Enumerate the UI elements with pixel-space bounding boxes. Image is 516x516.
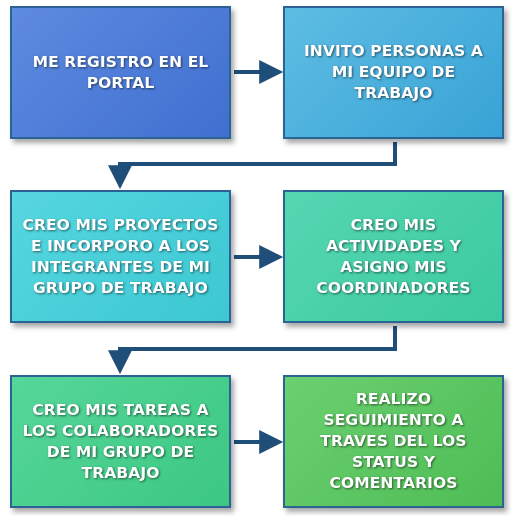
step-label-projects: CREO MIS PROYECTOS E INCORPORO A LOS INT… [22, 215, 219, 297]
step-label-register: ME REGISTRO EN EL PORTAL [32, 52, 209, 92]
arrow-2-to-3 [108, 142, 397, 190]
step-box-tasks: CREO MIS TAREAS A LOS COLABORADORES DE M… [10, 375, 231, 508]
step-box-activities: CREO MIS ACTIVIDADES Y ASIGNO MIS COORDI… [283, 190, 504, 323]
step-box-invite: INVITO PERSONAS A MI EQUIPO DE TRABAJO [283, 6, 504, 139]
step-label-invite: INVITO PERSONAS A MI EQUIPO DE TRABAJO [303, 42, 484, 102]
step-box-register: ME REGISTRO EN EL PORTAL [10, 6, 231, 139]
step-box-projects: CREO MIS PROYECTOS E INCORPORO A LOS INT… [10, 190, 231, 323]
step-label-tasks: CREO MIS TAREAS A LOS COLABORADORES DE M… [22, 400, 219, 482]
step-box-tracking: REALIZO SEGUIMIENTO A TRAVES DEL LOS STA… [283, 375, 504, 508]
step-label-activities: CREO MIS ACTIVIDADES Y ASIGNO MIS COORDI… [316, 215, 471, 297]
step-label-tracking: REALIZO SEGUIMIENTO A TRAVES DEL LOS STA… [320, 390, 467, 492]
arrow-4-to-5 [108, 326, 397, 375]
